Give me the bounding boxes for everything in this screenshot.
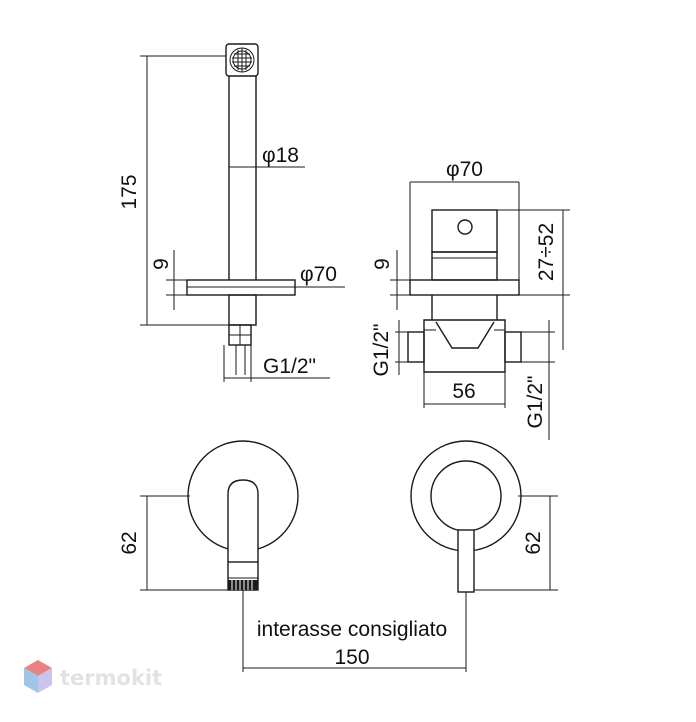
label-9-right: 9 — [371, 258, 394, 270]
dimension-62-left — [140, 495, 228, 591]
label-diameter-70-mixer: φ70 — [446, 158, 483, 181]
label-diameter-70-spout: φ70 — [300, 263, 337, 286]
dimension-62-right — [474, 495, 558, 591]
logo-text: termokit — [60, 666, 162, 690]
dimension-thread-mixer-right — [521, 320, 555, 440]
dimension-56 — [423, 372, 506, 408]
dimension-9-right — [390, 250, 410, 310]
cube-icon — [24, 660, 52, 693]
termokit-logo: termokit — [24, 660, 162, 693]
dimension-thread-left — [223, 345, 330, 382]
label-27-52: 27÷52 — [535, 223, 558, 281]
label-9-left: 9 — [150, 258, 173, 270]
label-diameter-18: φ18 — [262, 144, 299, 167]
dimension-9-left — [166, 250, 187, 310]
dimension-175 — [140, 55, 229, 326]
mixer-front-view — [410, 440, 522, 593]
mixer-side-view — [407, 209, 522, 373]
dimension-27-52 — [497, 209, 570, 350]
dimension-diameter-70-mixer — [409, 181, 520, 280]
label-62-right: 62 — [522, 531, 545, 554]
label-56: 56 — [452, 380, 475, 403]
label-thread-left: G1/2" — [263, 355, 316, 378]
label-spacing: interasse consigliato — [257, 618, 447, 641]
dimension-thread-mixer-left — [395, 320, 408, 375]
label-150: 150 — [334, 646, 369, 669]
label-thread-mixer-left: G1/2" — [370, 324, 393, 377]
dimension-150 — [242, 590, 467, 672]
label-175: 175 — [118, 174, 141, 209]
spout-front-view — [187, 440, 299, 591]
label-62-left: 62 — [118, 531, 141, 554]
label-thread-mixer-right: G1/2" — [524, 376, 547, 429]
